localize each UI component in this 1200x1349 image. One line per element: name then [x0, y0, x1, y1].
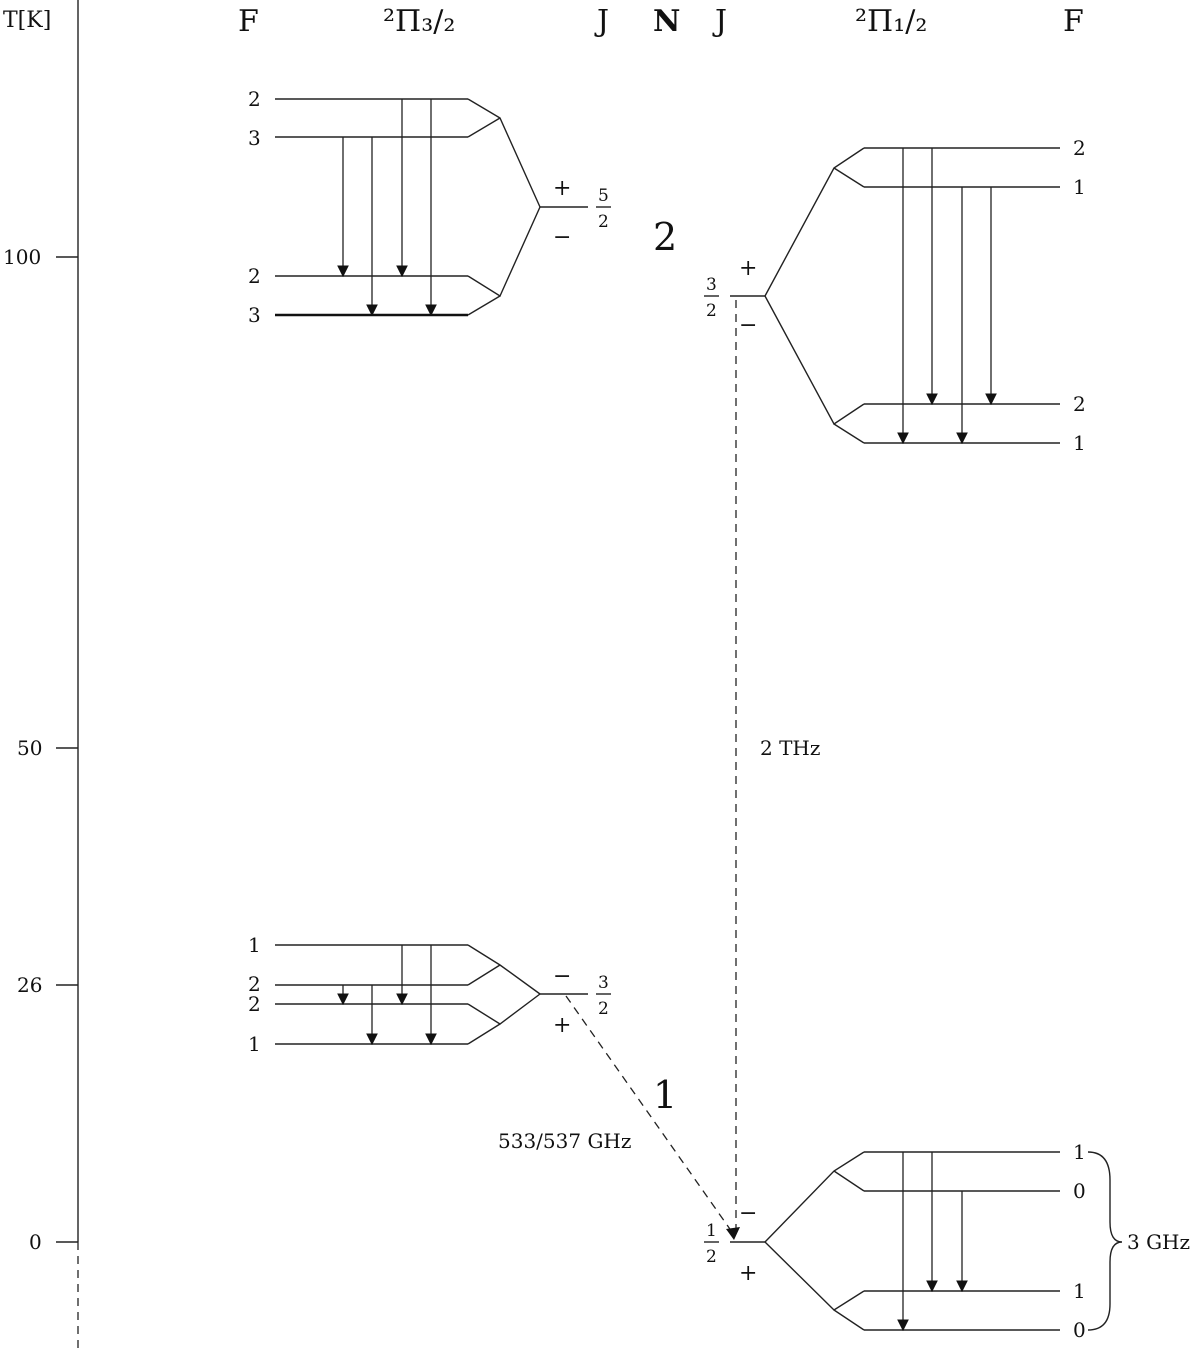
splitting-connector	[833, 1309, 865, 1331]
splitting-connector	[764, 1241, 865, 1311]
f-label: 2	[1073, 136, 1086, 160]
f-label: 1	[1073, 431, 1086, 455]
tick-label: 0	[29, 1230, 42, 1254]
header-n: N	[653, 4, 680, 39]
f-label: 2	[248, 264, 261, 288]
j-fraction: 3 2	[596, 973, 611, 1019]
j-denominator: 2	[598, 212, 609, 232]
tick-label: 100	[3, 245, 41, 269]
parity-sign: +	[553, 1013, 571, 1038]
header-j-right: J	[712, 4, 727, 39]
f-label: 1	[1073, 1279, 1086, 1303]
f-label: 2	[248, 87, 261, 111]
f-label: 1	[1073, 175, 1086, 199]
splitting-connector	[467, 117, 501, 138]
j-fraction: 3 2	[704, 275, 719, 321]
curly-brace	[1087, 1151, 1123, 1331]
splitting-connector	[467, 295, 501, 316]
j-numerator: 3	[706, 275, 717, 295]
transition-arrowhead	[726, 1227, 740, 1240]
parity-sign: −	[553, 225, 571, 250]
pi32-j32-manifold: 1 2 2 1 − + 3 2	[248, 933, 611, 1056]
j-fraction: 1 2	[704, 1221, 719, 1267]
tick-label: 50	[17, 736, 42, 760]
ghz-label: 533/537 GHz	[498, 1129, 631, 1153]
f-label: 2	[248, 972, 261, 996]
splitting-connector	[764, 295, 865, 426]
n-label-upper: 2	[653, 215, 677, 259]
column-headers: F ²Π₃/₂ J N J ²Π₁/₂ F	[238, 4, 1084, 39]
pi12-j12-manifold: 1 0 1 0 − + 1 2 3 GHz	[704, 1140, 1190, 1342]
parity-sign: +	[553, 176, 571, 201]
j-numerator: 1	[706, 1221, 717, 1241]
f-label: 1	[248, 1032, 261, 1056]
thz-label: 2 THz	[760, 736, 820, 760]
parity-sign: +	[739, 256, 757, 281]
tick-label: 26	[17, 973, 42, 997]
j-denominator: 2	[598, 999, 609, 1019]
hyperfine-splitting-label: 3 GHz	[1127, 1230, 1190, 1254]
f-label: 2	[248, 992, 261, 1016]
f-label: 1	[248, 933, 261, 957]
splitting-connector	[467, 206, 541, 298]
j-numerator: 5	[598, 186, 609, 206]
pi12-j32-manifold: 2 1 2 1 + − 3 2	[704, 136, 1086, 455]
splitting-connector	[833, 1170, 865, 1192]
f-label: 0	[1073, 1318, 1086, 1342]
pi32-j52-manifold: 2 3 2 3 + − 5 2	[248, 87, 611, 327]
header-state-pi32: ²Π₃/₂	[383, 4, 455, 39]
temperature-axis: T[K] 100 50 26 0	[3, 0, 79, 1349]
splitting-connector	[764, 147, 865, 297]
splitting-connector	[467, 1023, 501, 1045]
header-j-left: J	[594, 4, 609, 39]
parity-sign: −	[739, 1201, 757, 1226]
j-numerator: 3	[598, 973, 609, 993]
n-label-lower: 1	[653, 1073, 677, 1117]
j-denominator: 2	[706, 1247, 717, 1267]
splitting-connector	[467, 98, 541, 208]
splitting-connector	[467, 993, 541, 1025]
f-label: 3	[248, 126, 261, 150]
header-f-left: F	[238, 4, 259, 39]
f-label: 1	[1073, 1140, 1086, 1164]
j-denominator: 2	[706, 301, 717, 321]
splitting-connector	[833, 167, 865, 188]
splitting-connector	[467, 944, 541, 995]
j-fraction: 5 2	[596, 186, 611, 232]
f-label: 3	[248, 303, 261, 327]
rotational-transitions: 2 THz 533/537 GHz	[498, 300, 820, 1240]
header-state-pi12: ²Π₁/₂	[855, 4, 927, 39]
parity-sign: −	[739, 313, 757, 338]
ghz-transition-line	[565, 995, 733, 1233]
splitting-connector	[764, 1151, 865, 1243]
axis-label: T[K]	[3, 8, 51, 33]
splitting-connector	[467, 964, 501, 986]
f-label: 2	[1073, 392, 1086, 416]
parity-sign: −	[553, 964, 571, 989]
f-label: 0	[1073, 1179, 1086, 1203]
header-f-right: F	[1063, 4, 1084, 39]
parity-sign: +	[739, 1261, 757, 1286]
splitting-connector	[833, 423, 865, 444]
